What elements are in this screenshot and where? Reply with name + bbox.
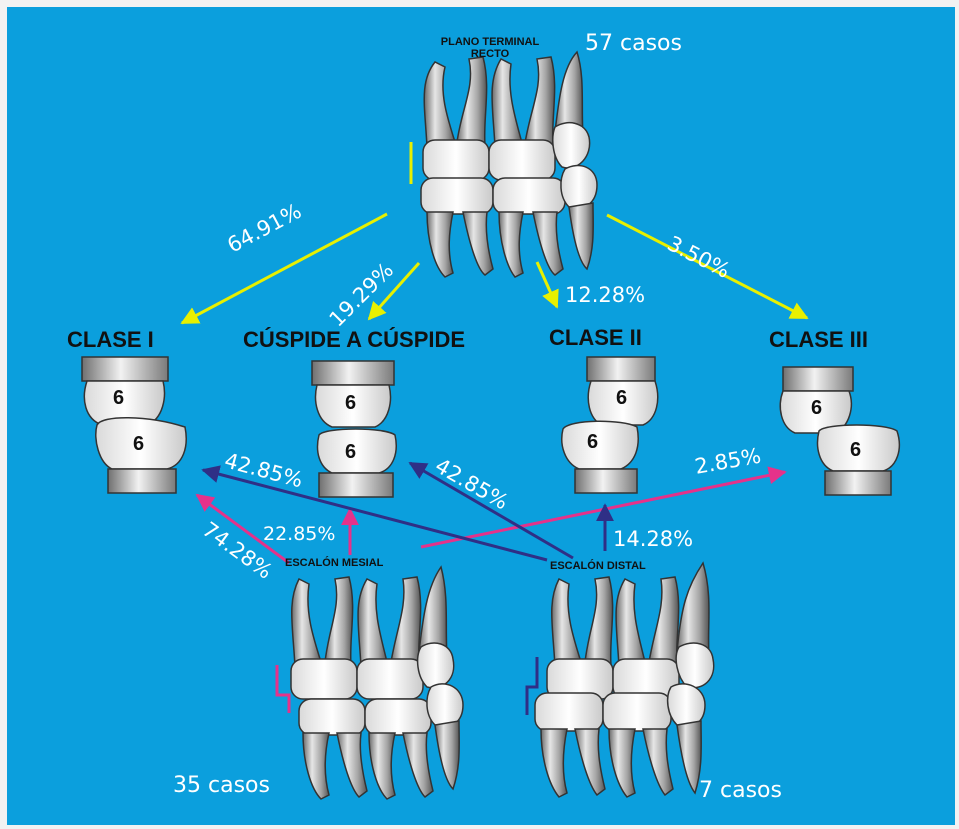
clase-ii-tooth-pair — [562, 357, 658, 493]
clase-i-lower-tooth-number: 6 — [133, 433, 144, 456]
cuspide-tooth-pair — [312, 361, 396, 497]
cuspide-label: CÚSPIDE A CÚSPIDE — [243, 327, 465, 353]
mesial-casos: 35 casos — [173, 773, 270, 798]
distal-label: ESCALÓN DISTAL — [550, 560, 646, 572]
clase-iii-lower-tooth-number: 6 — [850, 439, 861, 462]
clase-ii-label: CLASE II — [549, 325, 642, 351]
recto-title-line1: PLANO TERMINAL — [423, 36, 557, 48]
recto-title: PLANO TERMINAL RECTO — [423, 36, 557, 60]
clase-i-label: CLASE I — [67, 327, 154, 353]
recto-teeth-illustration — [411, 52, 597, 277]
pct-recto-clase-ii: 12.28% — [565, 283, 645, 307]
recto-casos: 57 casos — [585, 31, 682, 56]
pct-mesial-cuspide: 22.85% — [263, 523, 335, 545]
recto-title-line2: RECTO — [423, 48, 557, 60]
cuspide-upper-tooth-number: 6 — [345, 392, 356, 415]
clase-i-upper-tooth-number: 6 — [113, 387, 124, 410]
clase-iii-tooth-pair — [780, 367, 899, 495]
distal-teeth-illustration — [527, 563, 714, 797]
distal-casos: 7 casos — [699, 778, 782, 803]
clase-ii-upper-tooth-number: 6 — [616, 387, 627, 410]
clase-iii-upper-tooth-number: 6 — [811, 397, 822, 420]
cuspide-lower-tooth-number: 6 — [345, 441, 356, 464]
pct-distal-clase-ii: 14.28% — [613, 527, 693, 551]
clase-iii-label: CLASE III — [769, 327, 868, 353]
clase-ii-lower-tooth-number: 6 — [587, 431, 598, 454]
mesial-teeth-illustration — [277, 567, 463, 799]
clase-i-tooth-pair — [82, 357, 186, 493]
diagram-panel: PLANO TERMINAL RECTO 57 casos CLASE I CÚ… — [7, 7, 955, 825]
mesial-label: ESCALÓN MESIAL — [285, 557, 383, 569]
mesial-step-mark — [277, 665, 289, 713]
